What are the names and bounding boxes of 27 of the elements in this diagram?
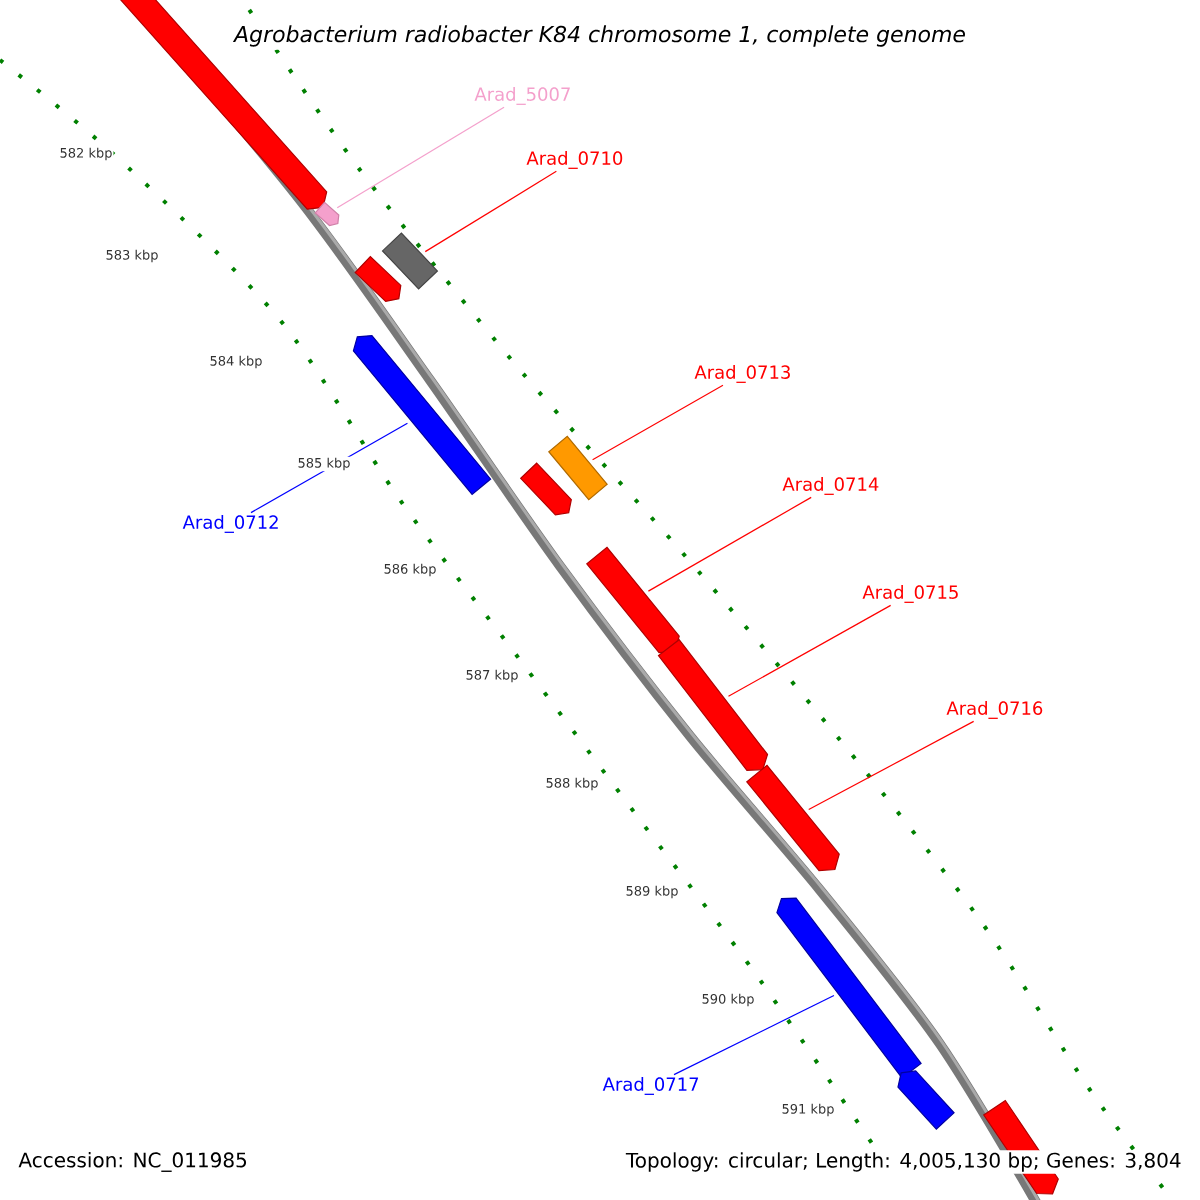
gene-label: Arad_0713 <box>694 365 790 383</box>
gene-feature <box>776 897 922 1079</box>
gene-feature <box>745 764 840 872</box>
gene-feature <box>897 1070 955 1130</box>
gene-label: Arad_0714 <box>782 477 879 495</box>
leader-line <box>673 994 835 1076</box>
gene-label: Arad_5007 <box>474 87 570 105</box>
footer-text: Topology: circular; Length: 4,005,130 bp; Genes: 3,804 <box>623 1150 1184 1174</box>
gene-label: Arad_0715 <box>862 585 958 603</box>
gene-feature <box>585 546 680 654</box>
gene-feature <box>314 201 340 227</box>
leader-line <box>336 106 505 209</box>
gene-feature <box>352 335 492 496</box>
leader-line <box>808 720 975 811</box>
gene-label: Arad_0712 <box>182 515 278 533</box>
gene-label: Arad_0716 <box>946 701 1043 719</box>
gene-feature <box>381 232 439 290</box>
leader-line <box>647 496 812 592</box>
leader-line <box>424 170 557 253</box>
leader-line <box>592 384 724 461</box>
gene-label: Arad_0717 <box>602 1077 699 1095</box>
leader-line <box>727 604 892 697</box>
gene-feature <box>519 462 572 516</box>
gene-label: Arad_0710 <box>526 151 623 169</box>
title: Agrobacterium radiobacter K84 chromosome 1, complete genome <box>231 22 969 50</box>
gene-feature <box>657 638 769 771</box>
footer-text: Accession: NC_011985 <box>18 1152 247 1172</box>
